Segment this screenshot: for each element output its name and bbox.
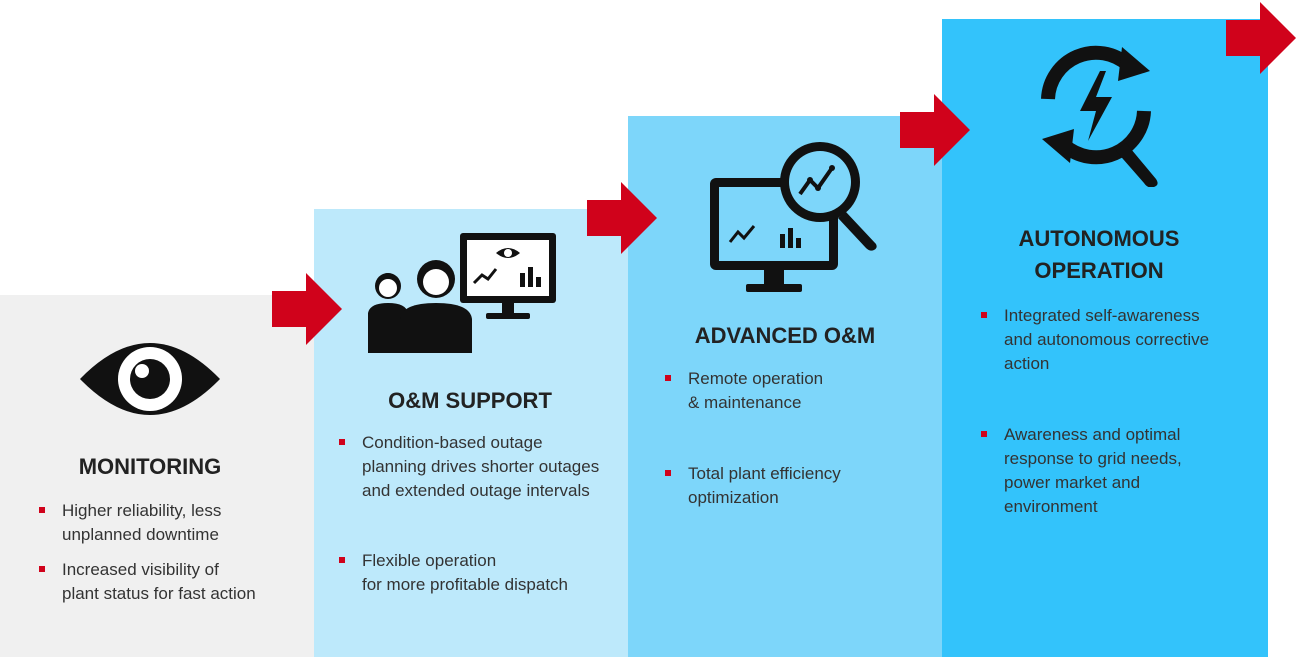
step-om-support: O&M SUPPORT Condition-based outage plann… [314,209,628,657]
autonomous-lightning-magnifier-icon [1041,45,1158,187]
right-arrow-icon [1226,2,1296,74]
people-monitor-icon [368,233,556,353]
step-title-advanced-om: ADVANCED O&M [694,323,876,348]
step-autonomous-operation: AUTONOMOUS OPERATION Integrated self-awa… [942,19,1268,657]
monitor-magnifier-icon [710,142,877,292]
bullet-item: Condition-based outage planning drives s… [336,431,626,503]
bullet-list-autonomous-operation: Integrated self-awareness and autonomous… [978,304,1262,519]
bullet-item: Higher reliability, less unplanned downt… [36,499,306,547]
eye-icon [80,343,220,415]
step-advanced-om: ADVANCED O&M Remote operation & maintena… [628,116,942,657]
bullet-item: Awareness and optimal response to grid n… [978,423,1262,519]
bullet-item: Integrated self-awareness and autonomous… [978,304,1262,376]
step-title-autonomous-operation: AUTONOMOUS OPERATION [1018,226,1180,283]
bullet-item: Flexible operation for more profitable d… [336,549,626,597]
bullet-item: Remote operation & maintenance [662,367,932,415]
bullet-item: Increased visibility of plant status for… [36,558,306,606]
bullet-item: Total plant efficiency optimization [662,462,932,510]
step-title-monitoring: MONITORING [78,454,222,479]
right-arrow-icon [587,182,657,254]
bullet-list-om-support: Condition-based outage planning drives s… [336,431,626,597]
right-arrow-icon [272,273,342,345]
bullet-list-monitoring: Higher reliability, less unplanned downt… [36,499,306,606]
right-arrow-icon [900,94,970,166]
step-monitoring: MONITORING Higher reliability, less unpl… [0,295,314,657]
step-title-om-support: O&M SUPPORT [388,388,552,413]
bullet-list-advanced-om: Remote operation & maintenance Total pla… [662,367,932,510]
